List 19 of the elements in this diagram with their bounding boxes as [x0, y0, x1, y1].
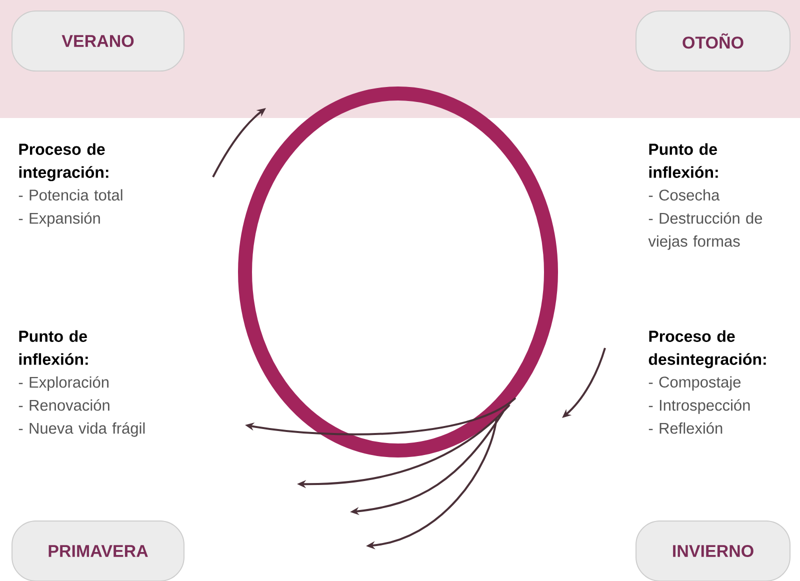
- bullet-item: - Reflexión: [648, 422, 722, 434]
- heading: Proceso de desintegración:: [648, 330, 766, 368]
- bullet-item: - Destrucción de viejas formas: [648, 212, 762, 250]
- bullet-item: - Expansión: [18, 212, 100, 227]
- bullet-item: - Nueva vida frágil: [18, 422, 145, 437]
- bullet-item: - Exploración: [18, 376, 108, 391]
- bullet-item: - Renovación: [18, 399, 110, 411]
- bullet-item: - Introspección: [648, 399, 750, 414]
- season-pill: PRIMAVERA: [12, 520, 184, 581]
- heading: Proceso de integración:: [19, 143, 108, 182]
- heading: Punto de inflexión:: [649, 143, 718, 178]
- season-pill: VERANO: [12, 10, 184, 72]
- bullet-item: - Potencia total: [18, 189, 122, 201]
- season-pill: OTOÑO: [636, 10, 790, 72]
- bullet-item: - Cosecha: [648, 189, 720, 201]
- bullet-item: - Compostaje: [648, 376, 741, 391]
- season-pill: INVIERNO: [636, 520, 790, 581]
- heading: Punto de inflexión:: [19, 330, 88, 365]
- ring: [238, 86, 558, 458]
